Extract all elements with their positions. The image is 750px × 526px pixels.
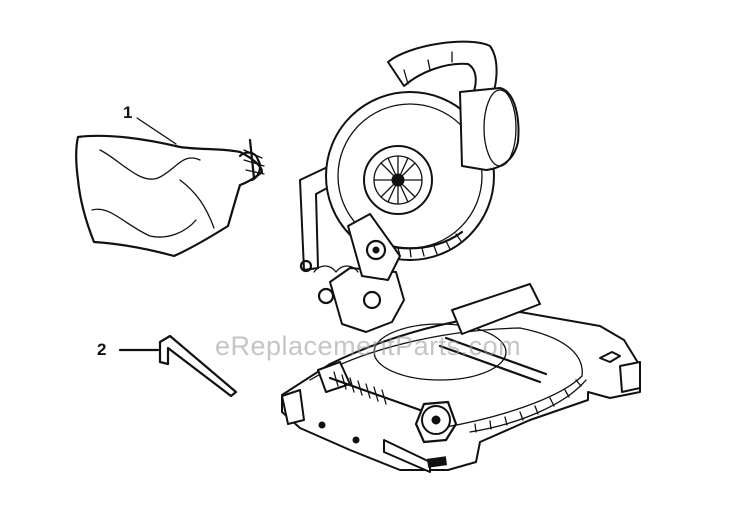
motor-housing — [459, 87, 520, 171]
callout-number-2: 2 — [97, 340, 107, 359]
miter-saw — [281, 40, 641, 473]
hex-wrench — [158, 334, 238, 398]
watermark-text: eReplacementParts.com — [215, 331, 522, 361]
saw-fence — [451, 283, 541, 335]
pivot-housing — [329, 267, 405, 333]
dust-bag — [75, 134, 265, 258]
callout-1-leader — [136, 117, 177, 145]
callout-number-1: 1 — [123, 103, 133, 122]
